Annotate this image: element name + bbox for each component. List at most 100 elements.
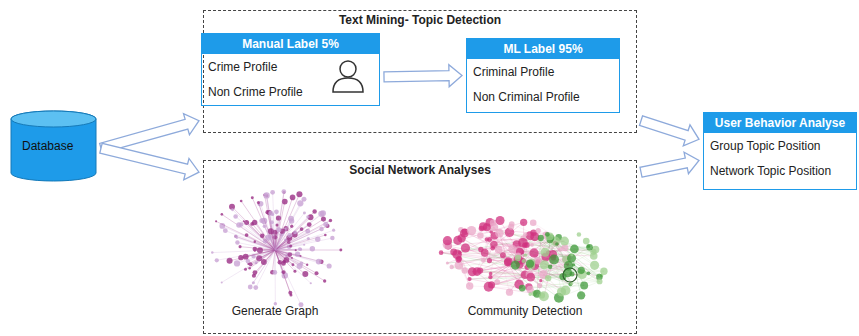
graph-dot [458, 251, 462, 255]
graph-dot [306, 264, 308, 266]
graph-edge [462, 238, 562, 292]
graph-edge [275, 250, 319, 262]
graph-dot [231, 208, 234, 211]
graph-dot [233, 214, 238, 219]
graph-dot [523, 233, 527, 237]
label-card: User Behavior AnalyseGroup Topic Positio… [703, 112, 857, 190]
graph-dot [293, 270, 296, 273]
graph-edge [275, 217, 311, 250]
graph-edge [275, 203, 300, 250]
graph-dot [299, 262, 303, 266]
graph-edge [275, 213, 323, 250]
graph-edge [216, 221, 275, 250]
graph-edge [275, 250, 341, 251]
graph-dot [479, 226, 485, 232]
graph-dot [519, 285, 526, 292]
graph-dot [515, 255, 521, 261]
graph-dot [265, 234, 271, 240]
graph-dot [506, 289, 513, 296]
graph-dot [303, 244, 305, 246]
heading: Social Network Analyses [204, 161, 636, 179]
graph-edge [250, 250, 275, 287]
graph-dot [296, 191, 302, 197]
body-text: Group Topic Position [704, 133, 856, 158]
graph-dot [479, 222, 487, 230]
graph-dot [327, 263, 332, 268]
graph-dot [251, 196, 254, 199]
graph-dot [240, 200, 243, 203]
graph-dot [457, 234, 465, 242]
person-icon [333, 61, 363, 92]
graph-dot [537, 283, 542, 288]
graph-dot [560, 237, 569, 246]
graph-dot [570, 245, 579, 254]
graph-dot [291, 263, 294, 266]
body-text: Criminal Profile [467, 59, 619, 84]
graph-dot [467, 226, 476, 235]
graph-edge [534, 233, 582, 271]
graph-edge [275, 214, 321, 250]
figure-caption: Community Detection [445, 304, 605, 318]
graph-edge [239, 225, 275, 250]
graph-dot [583, 238, 590, 245]
graph-dot [526, 260, 534, 268]
graph-edge [465, 232, 570, 285]
graph-edge [244, 221, 275, 250]
graph-dot [307, 222, 312, 227]
label-card: ML Label 95%Criminal ProfileNon Criminal… [466, 38, 620, 113]
graph-dot [297, 200, 303, 206]
graph-edge [275, 250, 325, 281]
heading: Manual Label 5% [202, 34, 379, 54]
graph-dot [489, 272, 493, 276]
graph-dot [236, 237, 238, 239]
graph-dot [500, 252, 506, 258]
heading: ML Label 95% [467, 39, 619, 59]
graph-dot [546, 232, 554, 240]
graph-dot [323, 222, 328, 227]
graph-dot [455, 257, 461, 263]
graph-dot [528, 292, 532, 296]
graph-dot [446, 262, 449, 265]
graph-dot [330, 236, 335, 241]
graph-dot [508, 224, 514, 230]
graph-dot [282, 270, 286, 274]
graph-dot [548, 265, 552, 269]
graph-edge [275, 250, 305, 274]
graph-edge [275, 250, 317, 273]
graph-dot [473, 267, 482, 276]
graph-dot [312, 209, 316, 213]
graph-edge [275, 194, 299, 250]
graph-dot [466, 282, 473, 289]
graph-dot [303, 211, 306, 214]
graph-dot [235, 240, 239, 244]
graph-edge [273, 192, 275, 250]
graph-edge [275, 250, 300, 266]
graph-dot [439, 250, 444, 255]
graph-dot [298, 247, 302, 251]
graph-edge [275, 213, 304, 250]
graph-dot [549, 255, 559, 265]
graph-dot [580, 282, 588, 290]
graph-dot [329, 219, 332, 222]
graph-edge [548, 246, 588, 278]
graph-dot [590, 252, 598, 260]
graph-dot [250, 222, 254, 226]
community-graph [439, 216, 608, 303]
graph-dot [315, 237, 320, 242]
graph-dot [239, 245, 242, 248]
graph-dot [526, 273, 535, 282]
graph-dot [586, 244, 593, 251]
graph-edge [255, 223, 275, 250]
graph-dot [539, 291, 549, 301]
graph-dot [263, 192, 269, 198]
graph-dot [590, 261, 599, 270]
graph-edge [233, 210, 275, 250]
graph-edge [275, 217, 308, 250]
graph-edge [535, 237, 581, 271]
graph-edge [212, 250, 275, 253]
graph-edge [548, 250, 595, 279]
graph-dot [321, 217, 326, 222]
graph-dot [545, 232, 550, 237]
graph-dot [577, 232, 582, 237]
graph-dot [221, 213, 224, 216]
